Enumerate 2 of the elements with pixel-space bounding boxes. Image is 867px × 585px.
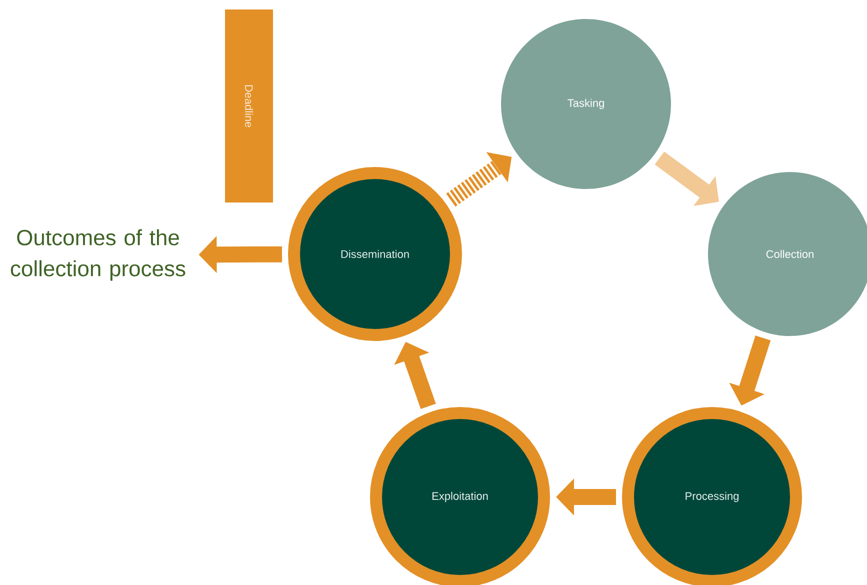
- outcome-text: Outcomes of the collection process: [10, 229, 186, 281]
- deadline-bar: Deadline: [225, 10, 273, 202]
